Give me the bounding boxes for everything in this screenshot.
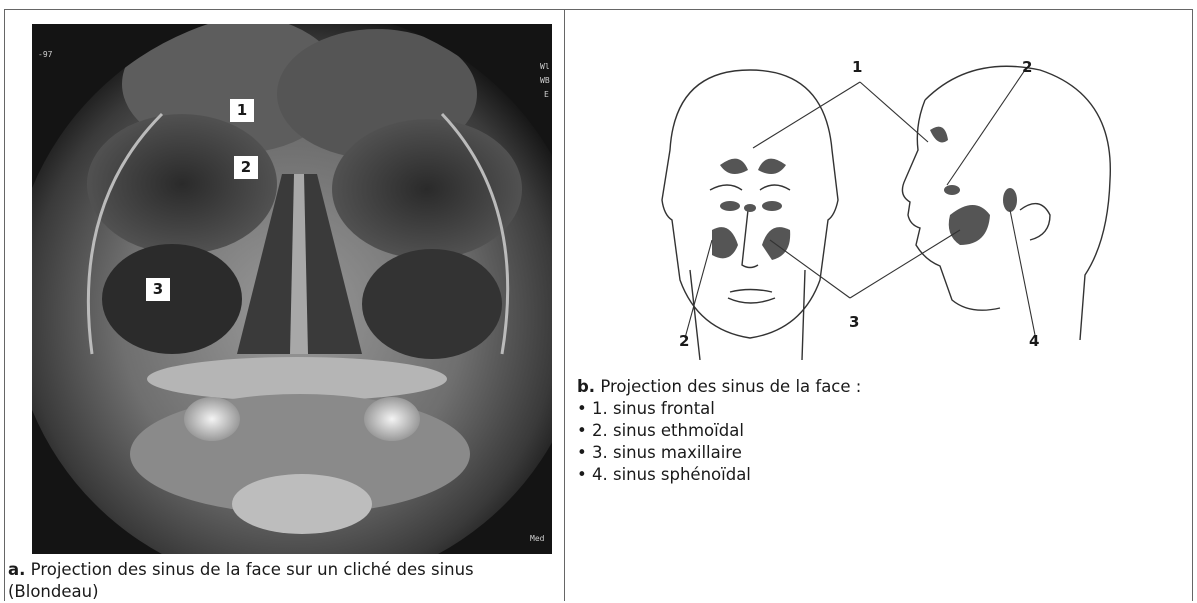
xray-corner-text: Wl bbox=[540, 62, 550, 71]
xray-corner-text: WB bbox=[540, 76, 550, 85]
diagram-number-4: 4 bbox=[1029, 332, 1039, 350]
caption-b-title: b. Projection des sinus de la face : bbox=[577, 376, 861, 398]
caption-b-text: Projection des sinus de la face : bbox=[600, 377, 861, 396]
marker-maxillary: 3 bbox=[146, 278, 170, 301]
diagram-number-1: 1 bbox=[852, 58, 862, 76]
list-item: 4. sinus sphénoïdal bbox=[577, 464, 861, 486]
xray-corner-text: E bbox=[544, 90, 549, 99]
xray-corner-text: -97 bbox=[38, 50, 52, 59]
list-item: 1. sinus frontal bbox=[577, 398, 861, 420]
marker-frontal: 1 bbox=[230, 99, 254, 122]
marker-ethmoid: 2 bbox=[234, 156, 258, 179]
caption-b-label: b. bbox=[577, 377, 595, 396]
diagram-number-3: 3 bbox=[849, 313, 859, 331]
sinus-projection-drawing bbox=[580, 40, 1140, 360]
diagram-number-2-side: 2 bbox=[1022, 58, 1032, 76]
caption-a-label: a. bbox=[8, 560, 25, 579]
radiograph-image bbox=[32, 24, 552, 554]
xray-corner-text: Med bbox=[530, 534, 544, 543]
caption-a: a. Projection des sinus de la face sur u… bbox=[8, 559, 556, 603]
sinus-radiograph: -97 Wl WB E Med bbox=[32, 24, 552, 554]
column-divider bbox=[564, 9, 565, 601]
caption-a-text: Projection des sinus de la face sur un c… bbox=[8, 560, 474, 601]
caption-b: b. Projection des sinus de la face : 1. … bbox=[577, 376, 861, 486]
list-item: 2. sinus ethmoïdal bbox=[577, 420, 861, 442]
sinus-list: 1. sinus frontal 2. sinus ethmoïdal 3. s… bbox=[577, 398, 861, 486]
diagram-number-2-front: 2 bbox=[679, 332, 689, 350]
list-item: 3. sinus maxillaire bbox=[577, 442, 861, 464]
